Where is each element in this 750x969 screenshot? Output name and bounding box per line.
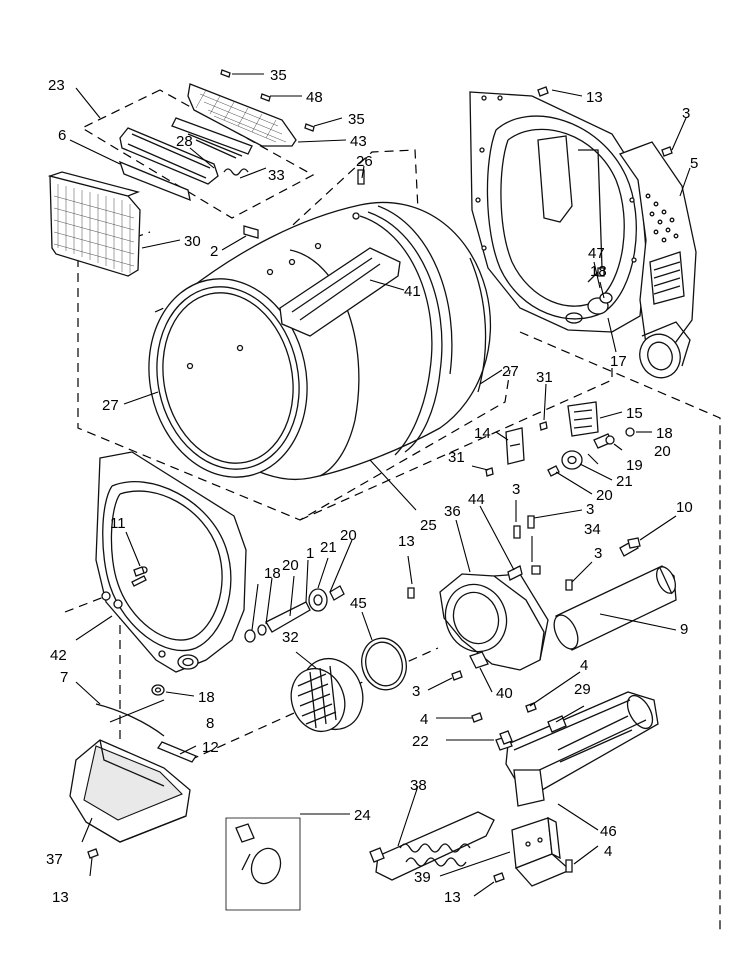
callout-48: 48 xyxy=(306,89,323,106)
callout-11: 11 xyxy=(110,515,126,532)
callout-31b: 31 xyxy=(448,449,465,466)
rear-small-parts xyxy=(485,401,635,477)
callout-12: 12 xyxy=(202,739,219,756)
callout-18b: 18 xyxy=(656,425,673,442)
callout-35a: 35 xyxy=(270,67,287,84)
callout-27a: 27 xyxy=(102,397,119,414)
front-bulkhead xyxy=(95,451,247,673)
callout-6: 6 xyxy=(58,127,66,144)
callout-32: 32 xyxy=(282,629,299,646)
exhaust-duct xyxy=(553,539,677,651)
callout-18a: 18 xyxy=(590,263,607,280)
callout-24: 24 xyxy=(354,807,371,824)
callout-31a: 31 xyxy=(536,369,553,386)
callout-34: 34 xyxy=(584,521,601,538)
callout-22: 22 xyxy=(412,733,429,750)
callout-44: 44 xyxy=(468,491,485,508)
callout-8: 8 xyxy=(206,715,214,732)
callout-3e: 3 xyxy=(412,683,420,700)
heating-element xyxy=(369,811,495,881)
drum xyxy=(148,201,492,481)
wiring-kit xyxy=(225,817,301,911)
callout-17: 17 xyxy=(610,353,627,370)
callout-4b: 4 xyxy=(420,711,428,728)
callout-21b: 21 xyxy=(320,539,337,556)
callout-38: 38 xyxy=(410,777,427,794)
callout-40: 40 xyxy=(496,685,513,702)
callout-3b: 3 xyxy=(512,481,520,498)
callout-20d: 20 xyxy=(282,557,299,574)
callout-9: 9 xyxy=(680,621,688,638)
callout-3a: 3 xyxy=(682,105,690,122)
heater-housing xyxy=(495,691,659,807)
callout-47: 47 xyxy=(588,245,605,262)
callout-13b: 13 xyxy=(398,533,415,550)
heater-bracket xyxy=(511,816,572,887)
callout-13d: 13 xyxy=(52,889,69,906)
leader-lines xyxy=(69,73,691,897)
callout-46: 46 xyxy=(600,823,617,840)
callout-13a: 13 xyxy=(586,89,603,106)
callout-19: 19 xyxy=(626,457,643,474)
callout-14: 14 xyxy=(474,425,491,442)
callout-27b: 27 xyxy=(502,363,519,380)
callout-30: 30 xyxy=(184,233,201,250)
callout-3d: 3 xyxy=(594,545,602,562)
screw-fasteners xyxy=(87,86,673,883)
callout-43: 43 xyxy=(350,133,367,150)
idler-and-shaft-parts xyxy=(131,575,345,696)
callout-4c: 4 xyxy=(604,843,612,860)
callout-28: 28 xyxy=(176,133,193,150)
callout-36: 36 xyxy=(444,503,461,520)
callout-33: 33 xyxy=(268,167,285,184)
callout-10: 10 xyxy=(676,499,693,516)
callout-23a: 23 xyxy=(48,77,65,94)
callout-37: 37 xyxy=(46,851,63,868)
callout-41: 41 xyxy=(404,283,421,300)
blower-housing xyxy=(439,565,549,671)
callout-2: 2 xyxy=(210,243,218,260)
blower-wheel xyxy=(290,637,407,733)
callout-7: 7 xyxy=(60,669,68,686)
callout-18c: 18 xyxy=(264,565,281,582)
callout-1: 1 xyxy=(306,545,314,562)
rear-bulkhead xyxy=(469,91,647,333)
callout-20c: 20 xyxy=(340,527,357,544)
assembly-group-outlines xyxy=(64,89,721,930)
callout-labels: 23 35 48 35 43 6 28 33 26 13 3 5 30 2 41… xyxy=(46,67,698,906)
callout-45: 45 xyxy=(350,595,367,612)
callout-5: 5 xyxy=(690,155,698,172)
front-seal xyxy=(95,703,197,763)
callout-29: 29 xyxy=(574,681,591,698)
callout-26: 26 xyxy=(356,153,373,170)
callout-20b: 20 xyxy=(596,487,613,504)
callout-42: 42 xyxy=(50,647,67,664)
callout-35b: 35 xyxy=(348,111,365,128)
callout-39: 39 xyxy=(414,869,431,886)
callout-13c: 13 xyxy=(444,889,461,906)
callout-18d: 18 xyxy=(198,689,215,706)
lint-screen xyxy=(47,171,141,277)
blower-back-plate xyxy=(618,141,697,379)
callout-20a: 20 xyxy=(654,443,671,460)
callout-25: 25 xyxy=(420,517,437,534)
toe-panel-duct xyxy=(69,739,191,843)
callout-15: 15 xyxy=(626,405,643,422)
callout-3c: 3 xyxy=(586,501,594,518)
callout-21a: 21 xyxy=(616,473,633,490)
callout-4a: 4 xyxy=(580,657,588,674)
lint-duct-parts xyxy=(118,69,315,202)
